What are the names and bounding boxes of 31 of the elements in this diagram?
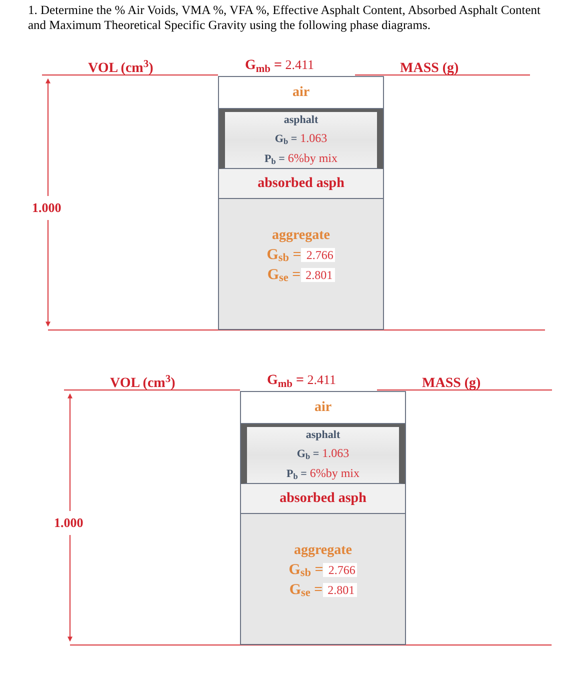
bulk-gravity-label: G$_{mb}$ = 2.411 <box>245 56 314 75</box>
axis-heading: VOL (cm$^{3}$) <box>88 61 154 76</box>
absorbed-asphalt-band <box>241 484 405 514</box>
axis-heading: MASS (g) <box>422 376 481 391</box>
band-label: air <box>314 399 332 417</box>
axis-heading: VOL (cm$^{3}$) <box>110 376 176 391</box>
bulk-gravity-label: G$_{mb}$ = 2.411 <box>267 371 336 390</box>
band-label: air <box>292 84 310 102</box>
absorbed-asphalt-band <box>219 169 383 199</box>
property-value: G$_{se}$ = 2.801 <box>267 266 335 284</box>
asphalt-band <box>219 109 383 169</box>
dimension-label: 1.000 <box>54 515 84 530</box>
aggregate-band <box>219 199 383 329</box>
band-label: absorbed asph <box>280 490 366 508</box>
axis-heading: MASS (g) <box>400 61 459 76</box>
property-value: P$_{b}$ = 6%by mix <box>264 150 338 168</box>
band-label: absorbed asph <box>258 175 344 193</box>
band-label: asphalt <box>306 428 340 443</box>
asphalt-band <box>241 424 405 484</box>
question-text: 1. Determine the % Air Voids, VMA %, VFA %, Effective Asphalt Content, Absorbed Asphalt Content and Maximum Theoretical Specific Gravity using the following phase diagrams. <box>28 3 542 33</box>
property-value: G$_{sb}$ = 2.766 <box>266 246 336 264</box>
band-label: aggregate <box>272 227 330 244</box>
aggregate-band <box>241 514 405 644</box>
band-label: aggregate <box>294 542 352 560</box>
property-value: P$_{b}$ = 6%by mix <box>286 465 360 484</box>
property-value: G$_{b}$ = 1.063 <box>274 130 328 148</box>
property-value: G$_{se}$ = 2.801 <box>289 580 357 600</box>
property-value: G$_{b}$ = 1.063 <box>296 445 350 464</box>
band-label: asphalt <box>284 112 318 128</box>
property-value: G$_{sb}$ = 2.766 <box>288 560 358 580</box>
dimension-label: 1.000 <box>32 200 62 215</box>
